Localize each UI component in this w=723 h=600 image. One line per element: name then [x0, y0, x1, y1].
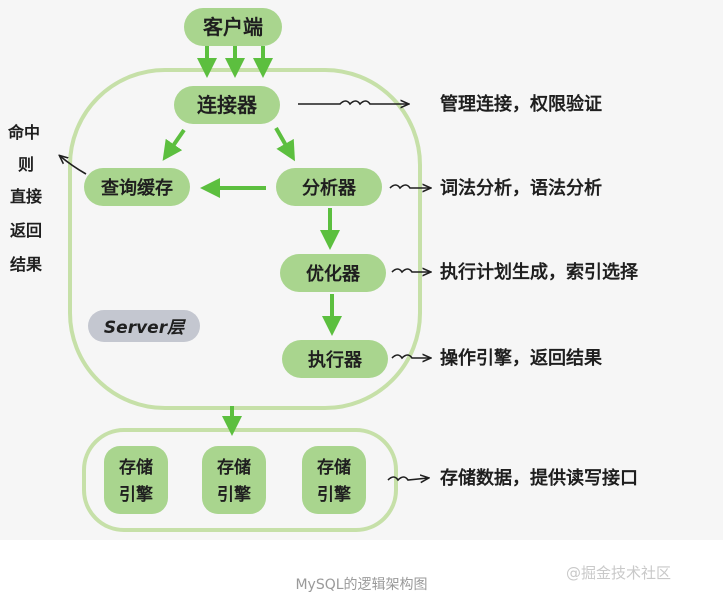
query-cache-node: 查询缓存 — [84, 168, 190, 206]
query-cache-label: 查询缓存 — [101, 177, 173, 199]
cache-return-arrow — [60, 156, 87, 175]
server-layer-frame — [68, 68, 422, 410]
diagram-canvas: 客户端 连接器 查询缓存 分析器 优化器 执行器 Server层 — [7, 8, 639, 532]
connector-to-analyzer-arrow — [274, 127, 295, 162]
figure-caption: MySQL的逻辑架构图 — [295, 577, 428, 593]
executor-node: 执行器 — [282, 340, 388, 378]
connector-node: 连接器 — [174, 86, 280, 124]
connector-to-cache-arrow — [162, 128, 186, 161]
analyzer-label: 分析器 — [302, 177, 357, 199]
engine-label-line1: 存储 — [119, 457, 153, 478]
executor-label: 执行器 — [308, 349, 363, 371]
note-line-5: 结果 — [9, 255, 42, 274]
optimizer-label: 优化器 — [306, 263, 361, 285]
client-label: 客户端 — [202, 15, 263, 39]
analyzer-node: 分析器 — [276, 168, 382, 206]
engine-label-line2: 引擎 — [217, 484, 252, 505]
optimizer-node: 优化器 — [280, 254, 386, 292]
note-line-2: 则 — [18, 155, 34, 174]
note-line-4: 返回 — [10, 221, 42, 240]
server-layer-badge: Server层 — [88, 310, 200, 342]
optimizer-annotation-arrow — [391, 269, 430, 272]
engine-label-line2: 引擎 — [119, 484, 154, 505]
client-node: 客户端 — [184, 8, 282, 46]
engine-annotation-arrow — [387, 477, 428, 480]
storage-engine-1: 存储 引擎 — [104, 446, 168, 514]
note-line-1: 命中 — [7, 123, 40, 142]
executor-annotation-arrow — [391, 355, 430, 358]
optimizer-annotation: 执行计划生成，索引选择 — [440, 261, 639, 283]
storage-engine-3: 存储 引擎 — [302, 446, 366, 514]
connector-annotation: 管理连接，权限验证 — [440, 93, 602, 115]
watermark: @掘金技术社区 — [566, 564, 672, 582]
engine-label-line1: 存储 — [317, 457, 351, 478]
server-layer-label: Server层 — [104, 318, 186, 338]
engine-label-line2: 引擎 — [317, 484, 352, 505]
storage-engine-2: 存储 引擎 — [202, 446, 266, 514]
engine-label-line1: 存储 — [217, 457, 251, 478]
connector-annotation-arrow — [298, 101, 408, 104]
note-line-3: 直接 — [10, 187, 42, 206]
analyzer-annotation: 词法分析，语法分析 — [440, 177, 602, 199]
executor-annotation: 操作引擎，返回结果 — [440, 347, 603, 369]
architecture-diagram: 客户端 连接器 查询缓存 分析器 优化器 执行器 Server层 — [7, 8, 639, 532]
connector-label: 连接器 — [197, 93, 258, 117]
analyzer-annotation-arrow — [389, 185, 430, 188]
engine-annotation: 存储数据，提供读写接口 — [440, 467, 638, 489]
cache-hit-note: 命中 则 直接 返回 结果 — [7, 123, 42, 274]
